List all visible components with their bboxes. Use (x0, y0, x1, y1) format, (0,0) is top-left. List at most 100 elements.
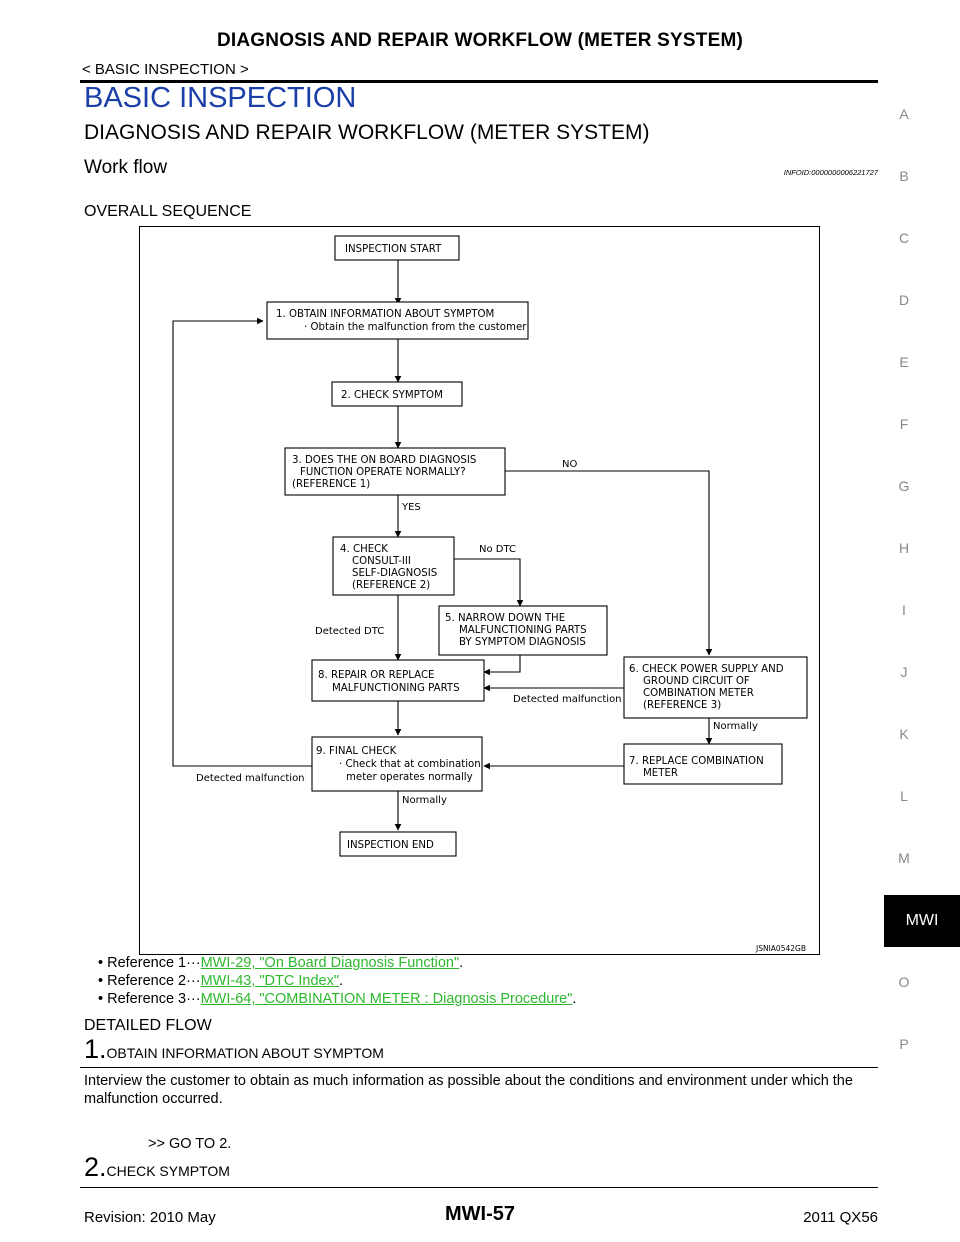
label-detected-dtc: Detected DTC (315, 626, 384, 637)
box-5-line-3: BY SYMPTOM DIAGNOSIS (459, 637, 586, 648)
work-flow-heading: Work flow (84, 157, 168, 178)
box-1-line-1: 1. OBTAIN INFORMATION ABOUT SYMPTOM (276, 309, 494, 320)
diagram-frame (139, 226, 820, 955)
label-detected-malfunction-6: Detected malfunction (513, 694, 622, 705)
box-5-line-1: 5. NARROW DOWN THE (445, 613, 565, 624)
side-index-k[interactable]: K (899, 726, 909, 742)
box-4-line-3: SELF-DIAGNOSIS (352, 568, 437, 579)
box-9-line-1: 9. FINAL CHECK (316, 746, 397, 757)
box-7-line-2: METER (643, 768, 678, 779)
reference-1-suffix: . (459, 955, 464, 971)
box-step-6 (623, 656, 808, 719)
box-step-5 (438, 605, 608, 656)
detailed-flow-heading: DETAILED FLOW (84, 1017, 212, 1034)
side-index-i[interactable]: I (902, 602, 906, 618)
box-step-4 (332, 536, 455, 596)
box-7-line-1: 7. REPLACE COMBINATION (629, 756, 764, 767)
arrow-5-to-8 (483, 655, 521, 676)
step-1-heading: 1.OBTAIN INFORMATION ABOUT SYMPTOM (84, 1034, 384, 1065)
arrow-4-to-5 (454, 558, 524, 607)
box-6-line-2: GROUND CIRCUIT OF (643, 676, 750, 687)
label-yes: YES (401, 502, 421, 513)
running-header-section: < BASIC INSPECTION > (82, 61, 249, 78)
box-step-7 (623, 743, 783, 785)
side-index-d[interactable]: D (898, 292, 910, 308)
reference-2-link[interactable]: MWI-43, "DTC Index" (200, 973, 339, 989)
page-heading: DIAGNOSIS AND REPAIR WORKFLOW (METER SYS… (84, 121, 650, 144)
side-index-f[interactable]: F (899, 416, 909, 432)
box-6-line-4: (REFERENCE 3) (643, 700, 721, 711)
box-4-line-4: (REFERENCE 2) (352, 580, 430, 591)
side-index-mwi-active[interactable]: MWI (884, 895, 960, 947)
step-2-rule (80, 1187, 878, 1188)
box-6-line-3: COMBINATION METER (643, 688, 754, 699)
footer-model: 2011 QX56 (803, 1209, 878, 1226)
overall-sequence-heading: OVERALL SEQUENCE (84, 203, 252, 220)
reference-3-prefix: Reference 3··· (107, 991, 201, 1007)
box-3-line-2: FUNCTION OPERATE NORMALLY? (300, 467, 466, 478)
box-6-line-1: 6. CHECK POWER SUPPLY AND (629, 664, 784, 675)
side-index-p[interactable]: P (899, 1036, 909, 1052)
side-index-g[interactable]: G (898, 478, 910, 494)
reference-bullet: • (98, 955, 108, 971)
label-no-dtc: No DTC (479, 544, 516, 555)
side-index-h[interactable]: H (898, 540, 910, 556)
step-1-label: OBTAIN INFORMATION ABOUT SYMPTOM (106, 1045, 384, 1061)
box-4-line-1: 4. CHECK (340, 544, 388, 555)
diagram-code: JSNIA0542GB (755, 944, 806, 953)
box-3-line-3: (REFERENCE 1) (292, 479, 370, 490)
side-index-c[interactable]: C (898, 230, 910, 246)
reference-3-suffix: . (572, 991, 577, 1007)
arrow-3-no-to-6 (505, 470, 713, 656)
flow-connectors (172, 260, 713, 831)
reference-2-suffix: . (339, 973, 344, 989)
flow-boxes (266, 235, 808, 857)
label-no: NO (562, 459, 577, 470)
reference-3: • Reference 3···MWI-64, "COMBINATION MET… (98, 991, 576, 1007)
step-2-label: CHECK SYMPTOM (106, 1163, 230, 1179)
step-2-number: 2. (84, 1152, 107, 1182)
box-8-line-1: 8. REPAIR OR REPLACE (318, 670, 435, 681)
label-normally-6: Normally (713, 721, 758, 732)
box-step-1 (266, 301, 529, 340)
step-1-body: Interview the customer to obtain as much… (84, 1073, 853, 1107)
box-inspection-end (339, 831, 457, 857)
box-4-line-2: CONSULT-III (352, 556, 411, 567)
running-header-title: DIAGNOSIS AND REPAIR WORKFLOW (METER SYS… (216, 30, 743, 51)
step-1-rule (80, 1067, 878, 1068)
side-index-m[interactable]: M (898, 850, 910, 866)
side-index-l[interactable]: L (900, 788, 908, 804)
side-index-j[interactable]: J (900, 664, 908, 680)
goto-step-2: >> GO TO 2. (148, 1136, 232, 1152)
reference-3-link[interactable]: MWI-64, "COMBINATION METER : Diagnosis P… (200, 991, 573, 1007)
step-1-number: 1. (84, 1034, 107, 1064)
step-2-heading: 2.CHECK SYMPTOM (84, 1152, 230, 1183)
reference-bullet: • (98, 973, 108, 989)
workflow-diagram: INSPECTION START 1. OBTAIN INFORMATION A… (172, 235, 808, 953)
reference-2-prefix: Reference 2··· (107, 973, 201, 989)
side-index-b[interactable]: B (899, 168, 909, 184)
side-index-a[interactable]: A (899, 106, 909, 122)
box-1-line-2: · Obtain the malfunction from the custom… (304, 322, 527, 333)
reference-2: • Reference 2···MWI-43, "DTC Index". (98, 973, 343, 989)
footer-page-number: MWI-57 (445, 1203, 515, 1225)
box-step-3 (284, 447, 506, 496)
box-step-8 (311, 659, 485, 702)
reference-bullet: • (98, 991, 108, 1007)
box-start-line-1: INSPECTION START (345, 244, 442, 255)
box-step-2 (331, 381, 463, 407)
side-index-e[interactable]: E (899, 354, 909, 370)
label-detected-malfunction-9: Detected malfunction (196, 773, 305, 784)
footer-revision: Revision: 2010 May (84, 1209, 216, 1226)
box-2-line-1: 2. CHECK SYMPTOM (341, 390, 443, 401)
box-step-9 (311, 736, 483, 792)
box-3-line-1: 3. DOES THE ON BOARD DIAGNOSIS (292, 455, 476, 466)
box-9-line-3: meter operates normally (346, 772, 473, 783)
box-5-line-2: MALFUNCTIONING PARTS (459, 625, 587, 636)
side-index-o[interactable]: O (898, 974, 910, 990)
section-title: BASIC INSPECTION (84, 82, 357, 114)
box-9-line-2: · Check that at combination (339, 759, 481, 770)
arrow-9-loop-to-1 (172, 317, 312, 767)
reference-1-link[interactable]: MWI-29, "On Board Diagnosis Function" (200, 955, 460, 971)
info-id: INFOID:0000000006221727 (783, 168, 878, 177)
